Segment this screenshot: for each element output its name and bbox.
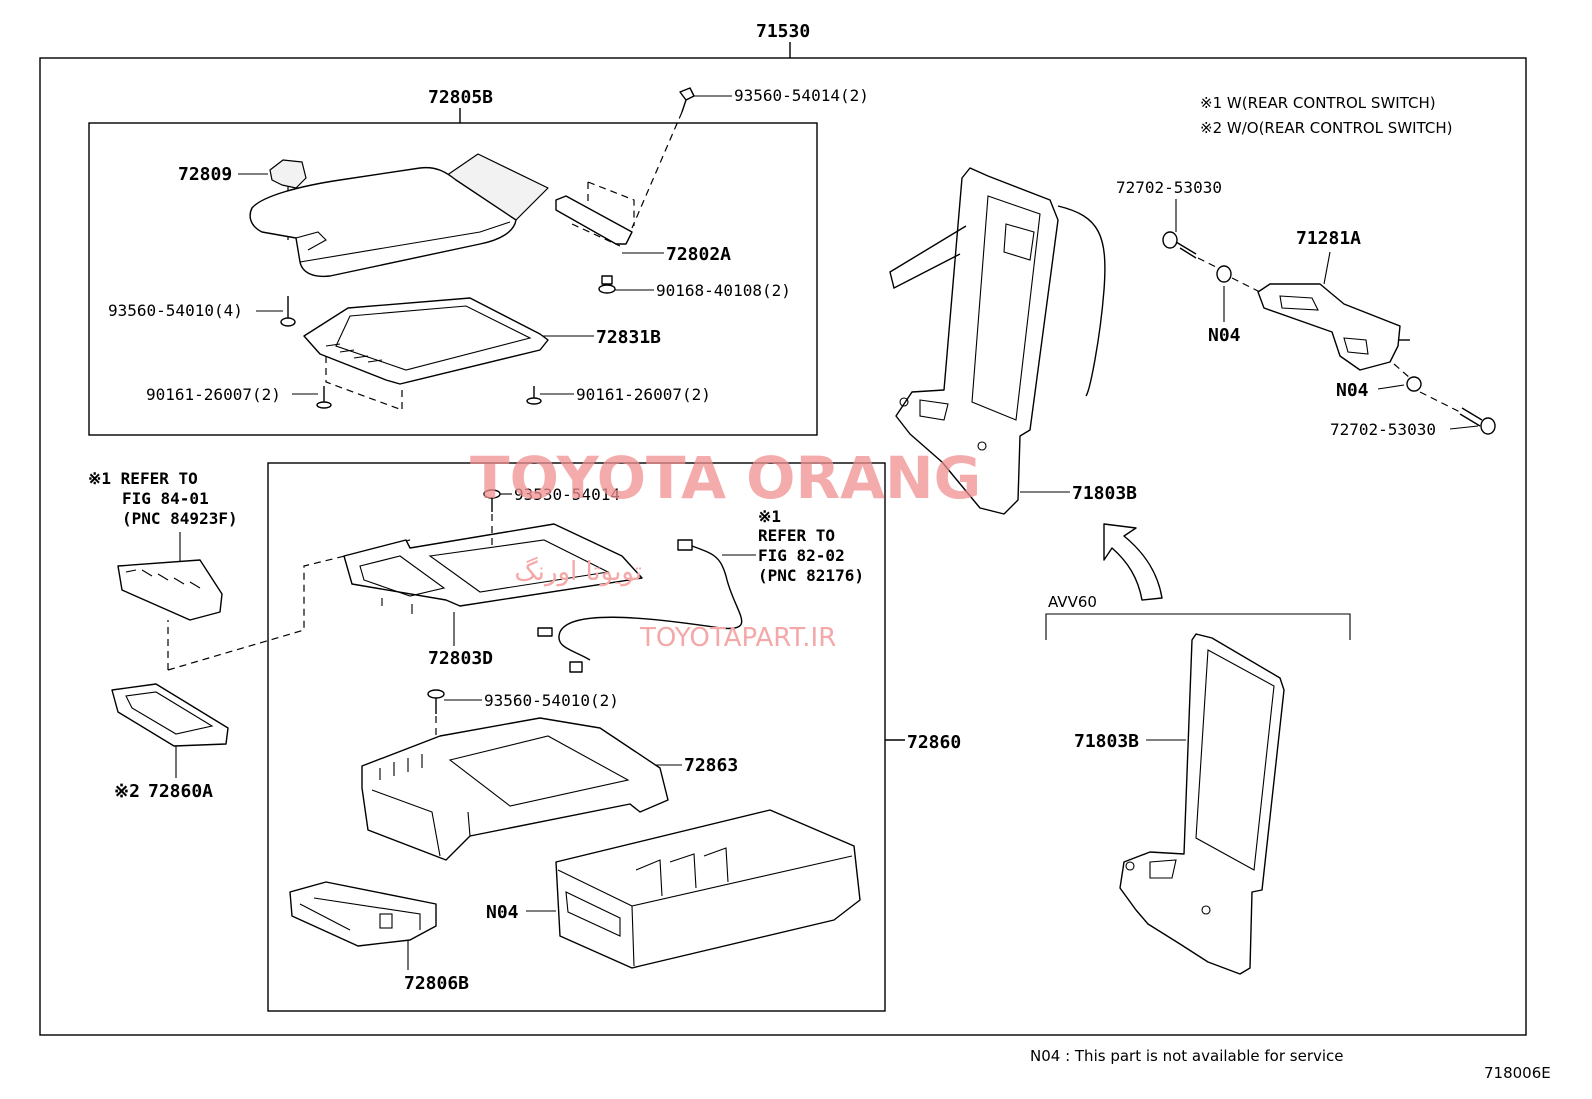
label-93560-54010-2: 93560-54010(2)	[484, 691, 619, 710]
watermark-site: TOYOTAPART.IR	[639, 623, 836, 653]
label-90161-26007-2-right: 90161-26007(2)	[576, 385, 711, 404]
screw-90161-26007-left	[316, 386, 332, 409]
refer-fig-84-line3: (PNC 84923F)	[122, 509, 238, 528]
hinge-72802A	[555, 181, 635, 247]
label-N04-box: N04	[486, 902, 519, 923]
console-frame-71803B-upper	[889, 167, 1106, 515]
avv60-bracket	[1045, 613, 1351, 640]
label-71281A: 71281A	[1296, 228, 1361, 249]
refer-fig-82-line4: (PNC 82176)	[758, 566, 864, 585]
label-71803B-upper: 71803B	[1072, 483, 1137, 504]
inner-box-N04	[555, 809, 861, 969]
assembly-number-label: 71530	[756, 21, 810, 42]
bracket-72806B	[289, 881, 437, 947]
label-avv60: AVV60	[1048, 593, 1097, 611]
direction-arrow	[1103, 523, 1163, 601]
screw-90161-26007-right	[526, 386, 542, 405]
bolt-72702-53030-top	[1162, 231, 1197, 259]
label-72863: 72863	[684, 755, 738, 776]
footnote-not-serviceable: N04 : This part is not available for ser…	[1030, 1047, 1344, 1065]
legend-wo-rear-control: ※2 W/O(REAR CONTROL SWITCH)	[1200, 119, 1452, 137]
label-72805B: 72805B	[428, 87, 493, 108]
clip-72809	[269, 159, 307, 189]
assembly-frame	[39, 57, 1527, 1036]
nut-N04-lower	[1406, 376, 1422, 392]
armrest-lid-72805B	[249, 153, 549, 278]
base-plate-72831B	[303, 297, 549, 385]
rear-control-switch	[117, 559, 223, 621]
label-72809: 72809	[178, 164, 232, 185]
label-90161-26007-2-left: 90161-26007(2)	[146, 385, 281, 404]
screw-90168-40108	[598, 275, 616, 294]
refer-fig-84-line2: FIG 84-01	[122, 489, 209, 508]
refer-fig-84-line1: ※1 REFER TO	[88, 469, 198, 488]
label-72702-53030-bottom: 72702-53030	[1330, 420, 1436, 439]
console-frame-71803B-lower	[1119, 633, 1285, 975]
console-box-72863	[361, 717, 669, 861]
legend-w-rear-control: ※1 W(REAR CONTROL SWITCH)	[1200, 94, 1436, 112]
label-72860A: 72860A	[148, 781, 213, 802]
refer-fig-82-line1: ※1	[758, 507, 781, 526]
figure-code: 718006E	[1484, 1064, 1551, 1082]
console-box-group-frame	[267, 462, 886, 1012]
label-72860: 72860	[907, 732, 961, 753]
label-93560-54014-2: 93560-54014(2)	[734, 86, 869, 105]
upper-panel-72803D	[343, 523, 643, 614]
refer-fig-82-line2: REFER TO	[758, 526, 835, 545]
refer-fig-82-line3: FIG 82-02	[758, 546, 845, 565]
wire-harness	[537, 539, 743, 673]
label-72831B: 72831B	[596, 327, 661, 348]
label-93560-54010-4: 93560-54010(4)	[108, 301, 243, 320]
label-71803B-lower: 71803B	[1074, 731, 1139, 752]
label-72860A-prefix: ※2	[114, 781, 140, 802]
screw-93560-54010-lower	[427, 689, 445, 714]
label-72803D: 72803D	[428, 648, 493, 669]
watermark-brand: TOYOTA ORANG	[470, 444, 981, 512]
label-90168-40108-2: 90168-40108(2)	[656, 281, 791, 300]
watermark-persian: تویوتا اورنگ	[514, 556, 642, 587]
screw-93530-54014	[483, 489, 501, 512]
label-93530-54014: 93530-54014	[514, 485, 620, 504]
bracket-71281A	[1257, 283, 1410, 371]
bolt-72702-53030-bottom	[1459, 407, 1496, 435]
label-72702-53030-top: 72702-53030	[1116, 178, 1222, 197]
tray-72860A	[111, 683, 229, 747]
screw-93560-54014	[679, 87, 695, 113]
label-72802A: 72802A	[666, 244, 731, 265]
label-N04-upper: N04	[1208, 325, 1241, 346]
armrest-lid-group-frame	[88, 122, 818, 436]
label-72806B: 72806B	[404, 973, 469, 994]
label-N04-lower: N04	[1336, 380, 1369, 401]
nut-N04-upper	[1216, 265, 1232, 283]
screw-93560-54010-upper	[280, 296, 296, 327]
